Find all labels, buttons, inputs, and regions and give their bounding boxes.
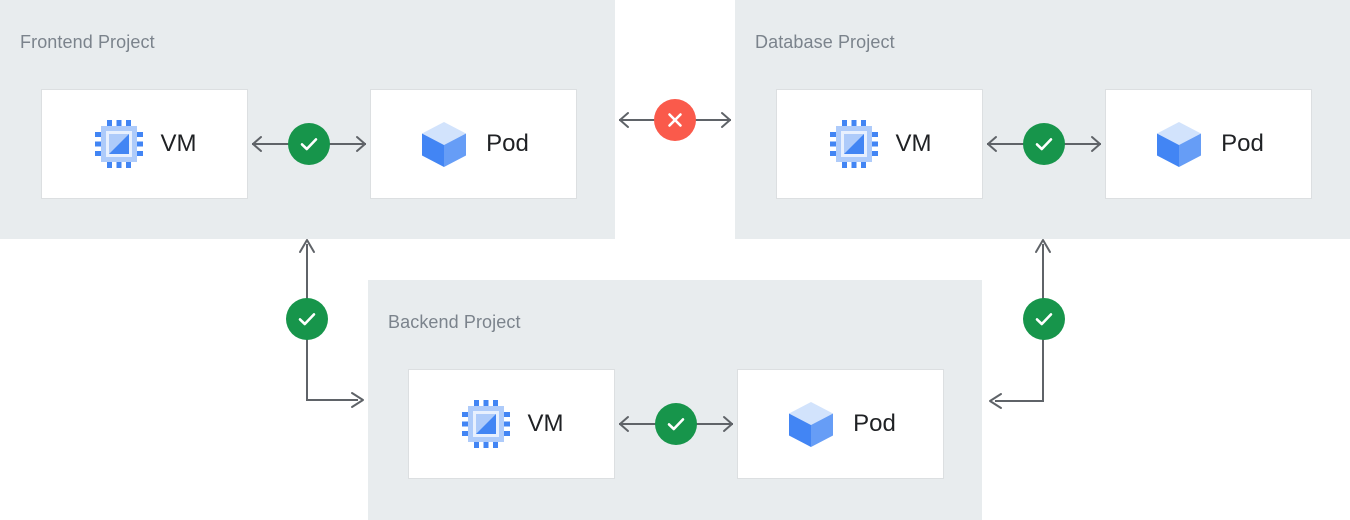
card-database-vm[interactable]: VM	[776, 89, 983, 199]
pod-cube-icon	[418, 118, 470, 170]
x-circle-icon	[663, 108, 687, 132]
card-label-frontend-vm: VM	[160, 130, 197, 157]
vm-chip-icon	[93, 118, 145, 170]
check-circle-icon	[1031, 306, 1057, 332]
status-badge-backend-internal[interactable]	[655, 403, 697, 445]
status-badge-database-internal[interactable]	[1023, 123, 1065, 165]
status-badge-database-backend[interactable]	[1023, 298, 1065, 340]
status-badge-frontend-internal[interactable]	[288, 123, 330, 165]
panel-title-database: Database Project	[755, 32, 895, 52]
card-label-database-pod: Pod	[1221, 130, 1264, 157]
vm-chip-icon	[828, 118, 880, 170]
card-database-pod[interactable]: Pod	[1105, 89, 1312, 199]
check-circle-icon	[296, 131, 322, 157]
vm-chip-icon	[460, 398, 512, 450]
check-circle-icon	[294, 306, 320, 332]
panel-title-backend: Backend Project	[388, 312, 521, 332]
card-backend-vm[interactable]: VM	[408, 369, 615, 479]
status-badge-frontend-database[interactable]	[654, 99, 696, 141]
card-backend-pod[interactable]: Pod	[737, 369, 944, 479]
check-circle-icon	[1031, 131, 1057, 157]
pod-cube-icon	[785, 398, 837, 450]
card-frontend-vm[interactable]: VM	[41, 89, 248, 199]
card-label-backend-vm: VM	[527, 410, 564, 437]
card-label-frontend-pod: Pod	[486, 130, 529, 157]
panel-title-frontend: Frontend Project	[20, 32, 155, 52]
pod-cube-icon	[1153, 118, 1205, 170]
card-label-backend-pod: Pod	[853, 410, 896, 437]
status-badge-backend-frontend[interactable]	[286, 298, 328, 340]
card-label-database-vm: VM	[895, 130, 932, 157]
check-circle-icon	[663, 411, 689, 437]
card-frontend-pod[interactable]: Pod	[370, 89, 577, 199]
